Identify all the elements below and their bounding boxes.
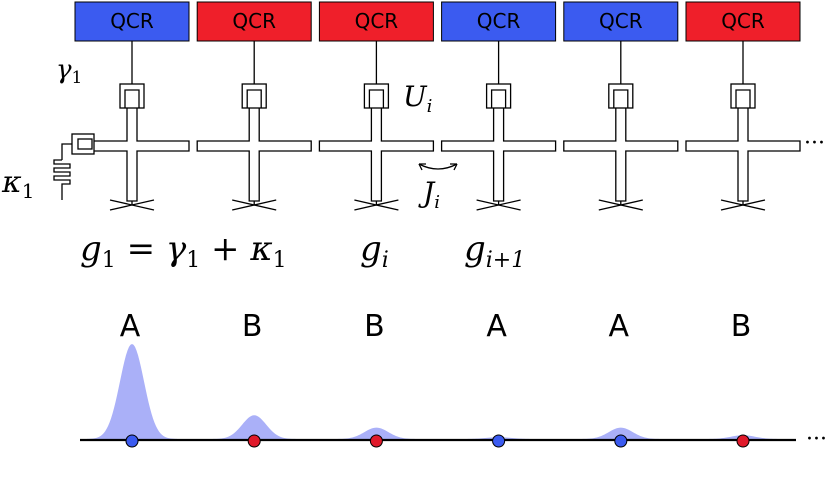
site-dot (614, 434, 628, 448)
qubit-unit-6: QCR B (685, 1, 801, 439)
coupler-pad (730, 83, 756, 109)
sublattice-label: B (242, 309, 263, 344)
qcr-label: QCR (110, 9, 154, 33)
site-dot (125, 434, 139, 448)
transmon-cross (196, 90, 312, 202)
sublattice-label: B (731, 309, 752, 344)
Ui-label: Ui (403, 80, 432, 117)
qcr-box: QCR (74, 1, 190, 42)
qcr-box: QCR (196, 1, 312, 42)
qubit-unit-4: QCR A (440, 1, 557, 439)
qcr-label: QCR (721, 9, 765, 33)
site-dot (492, 434, 506, 448)
gi-label: gi (360, 229, 389, 273)
site-dot (736, 434, 750, 448)
dots-layer (125, 434, 750, 448)
readout-resonator (53, 133, 95, 200)
qubit-unit-5: QCR A (563, 1, 679, 439)
kappa1-label: κ1 (1, 165, 34, 203)
g1-equation: g1 = γ1 + κ1 (80, 229, 287, 273)
qcr-box: QCR (685, 1, 801, 42)
transmon-cross (563, 90, 679, 202)
qubit-unit-3: QCR B (318, 1, 435, 439)
qcr-box: QCR (441, 1, 557, 42)
ellipsis-bottom: ··· (806, 427, 827, 452)
coupler-pad (485, 83, 512, 109)
josephson-junction (232, 199, 277, 211)
qcr-box: QCR (318, 1, 434, 42)
wavefunction-bump (209, 415, 300, 439)
coupler-pad (241, 83, 267, 109)
qcr-box: QCR (563, 1, 679, 42)
wavefunction-bump (87, 344, 177, 439)
coupler-pad (363, 83, 390, 109)
coupler-pad (119, 83, 145, 109)
sublattice-label: A (120, 309, 141, 344)
transmon-cross (440, 90, 557, 202)
qcr-label: QCR (477, 9, 521, 33)
qubit-unit-1: QCR A (74, 1, 190, 439)
site-dot (369, 434, 383, 448)
josephson-junction (354, 199, 399, 211)
josephson-junction (598, 199, 643, 211)
sublattice-label: A (486, 309, 507, 344)
sublattice-label: B (364, 309, 385, 344)
qcr-label: QCR (232, 9, 276, 33)
josephson-junction (720, 199, 766, 211)
josephson-junction (109, 199, 155, 211)
transmon-cross (318, 90, 435, 202)
ellipsis-top: ··· (804, 131, 825, 156)
qcr-label: QCR (599, 9, 643, 33)
josephson-junction (476, 199, 521, 211)
coupling-arrow (418, 163, 458, 171)
site-dot (247, 434, 261, 448)
Ji-label: Ji (418, 176, 440, 213)
qcr-label: QCR (355, 9, 399, 33)
wavefunction-bump (575, 427, 666, 439)
transmon-cross (685, 90, 801, 202)
qubit-unit-2: QCR B (196, 1, 312, 439)
coupler-pad (608, 83, 634, 109)
wavefunction-bump (331, 427, 422, 439)
gip1-label: gi+1 (464, 229, 525, 273)
sublattice-label: A (609, 309, 630, 344)
gamma1-label: γ1 (56, 55, 82, 88)
units-layer: QCR A QCR B QCR B QCR A QCR A QCR B (74, 1, 801, 439)
